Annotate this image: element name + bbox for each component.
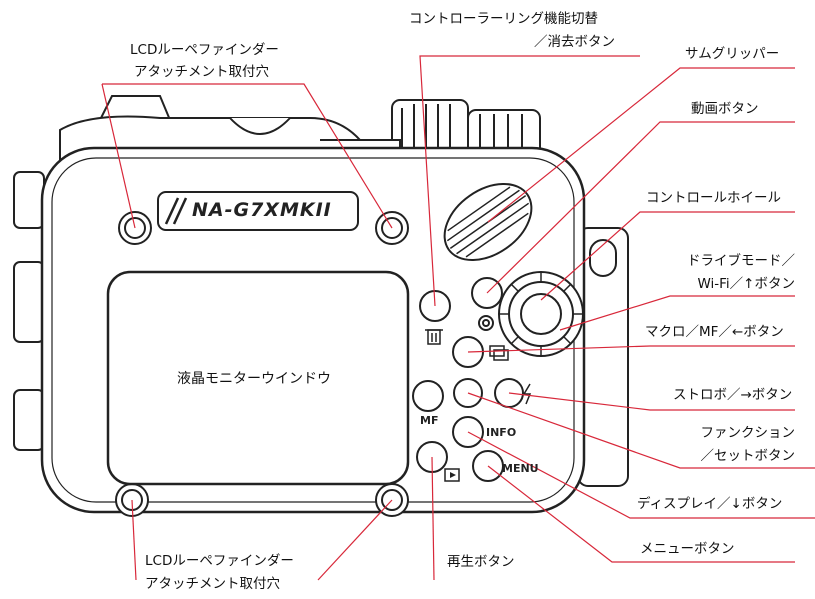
label-controller-ring-1: コントローラーリング機能切替 [409, 11, 598, 27]
label-loupe-bottom-2: アタッチメント取付穴 [145, 576, 280, 592]
label-play-button: 再生ボタン [447, 554, 515, 570]
label-loupe-bottom-1: LCDルーペファインダー [145, 553, 294, 569]
label-control-wheel: コントロールホイール [646, 190, 781, 206]
lcd-window [106, 270, 410, 486]
brand-plate [157, 191, 359, 231]
brand-text: NA-G7XMKII [192, 199, 332, 221]
lcd-window-label: 液晶モニターウインドウ [177, 371, 331, 387]
menu-mark: MENU [502, 462, 539, 475]
info-mark: INFO [486, 426, 517, 439]
label-macro: マクロ／MF／←ボタン [645, 324, 784, 340]
mf-mark: MF [420, 414, 439, 427]
trash-icon [425, 329, 443, 345]
label-drive-mode-2: Wi-Fi／↑ボタン [697, 276, 795, 292]
flash-icon [522, 383, 532, 405]
control-wheel [498, 271, 584, 357]
label-controller-ring-2: ／消去ボタン [534, 34, 615, 50]
label-loupe-top-2: アタッチメント取付穴 [134, 64, 269, 80]
label-loupe-top-1: LCDルーペファインダー [130, 42, 279, 58]
label-drive-mode-1: ドライブモード／ [687, 253, 795, 269]
label-display: ディスプレイ／↓ボタン [637, 496, 783, 512]
left-side-knobs [13, 171, 45, 451]
label-function-1: ファンクション [700, 425, 796, 441]
leader-lines [101, 55, 815, 581]
label-movie-button: 動画ボタン [691, 101, 759, 117]
label-strobe: ストロボ／→ボタン [673, 387, 793, 403]
label-function-2: ／セットボタン [700, 448, 796, 464]
label-menu-button: メニューボタン [640, 541, 735, 557]
label-thumb-gripper: サムグリッパー [685, 46, 780, 62]
right-side-lever [577, 227, 629, 487]
play-icon [444, 468, 460, 482]
